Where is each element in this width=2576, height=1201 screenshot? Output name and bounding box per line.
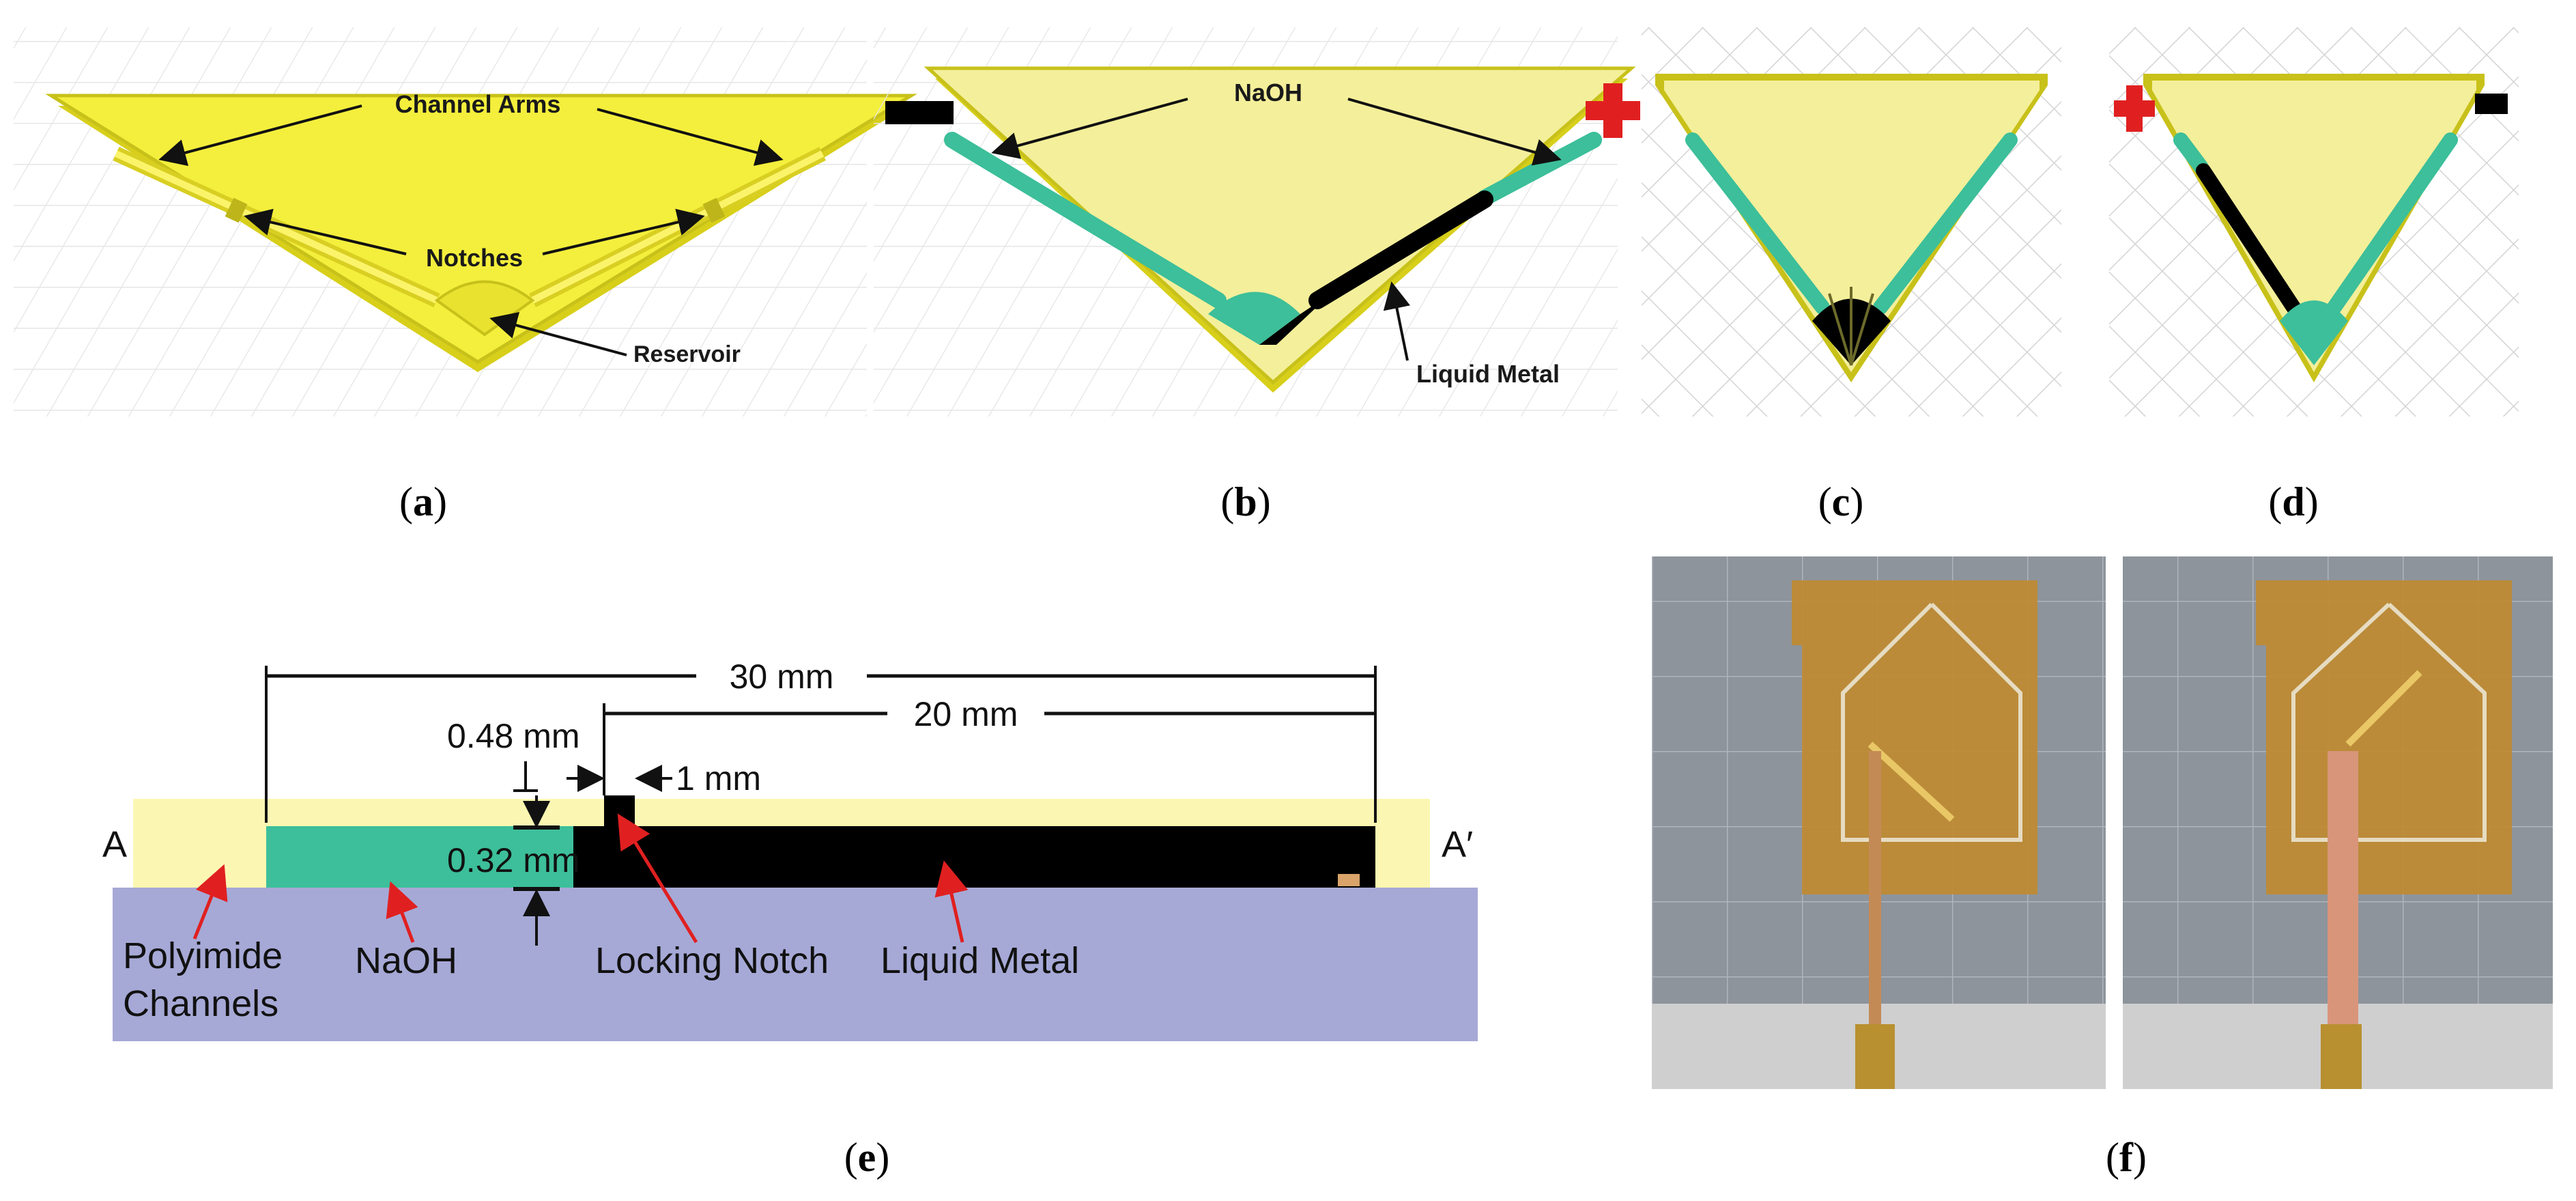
- arrow-notch-left: [244, 208, 407, 255]
- panel-f: [1652, 556, 2553, 1089]
- label-polyimide-line1: Polyimide: [123, 935, 283, 976]
- liquid-metal-region: [573, 826, 1375, 888]
- channel-end-marker: [1338, 874, 1360, 886]
- reservoir-naoh: [1208, 292, 1300, 345]
- photo-2-feedline: [2328, 751, 2358, 1031]
- naoh-channel-right: [1873, 132, 2018, 315]
- naoh-channel-left: [944, 132, 1227, 309]
- panel-c: [1642, 27, 2061, 416]
- dim-20mm-label-bg: [887, 693, 1044, 734]
- arrow-polyimide: [192, 864, 228, 939]
- arrow-channel-arm-right: [597, 108, 784, 166]
- label-naoh: NaOH: [1234, 79, 1302, 107]
- panel-b: NaOH Liquid Metal: [874, 27, 1640, 416]
- photo-1-feedline: [1869, 751, 1881, 1031]
- arrow-channel-arm-left: [158, 104, 362, 167]
- dim-30mm-label-bg: [696, 655, 867, 696]
- section-end-a: A: [102, 824, 127, 865]
- positive-terminal-icon: [2114, 85, 2155, 132]
- naoh-channel-right: [1476, 132, 1602, 206]
- photo-2-channel-arm: [2345, 670, 2422, 747]
- label-reservoir: Reservoir: [633, 341, 741, 367]
- caption-f: (f): [2106, 1135, 2147, 1180]
- positive-terminal-icon: [1586, 83, 1640, 138]
- dim-032mm-label: 0.32 mm: [447, 841, 580, 879]
- dim-20mm-label: 20 mm: [914, 695, 1018, 733]
- photo-state-1: [1652, 556, 2106, 1089]
- reservoir: [434, 280, 535, 337]
- arrow-naoh-right: [1347, 98, 1562, 166]
- panel-d: [2109, 27, 2519, 416]
- dim-048mm-label: 0.48 mm: [447, 717, 580, 755]
- locking-notch: [604, 795, 635, 828]
- substrate: [113, 888, 1478, 1041]
- photo-2-channel-outline: [2291, 602, 2487, 842]
- photo-1-channel-outline: [1841, 602, 2022, 842]
- liquid-metal-channel: [1308, 190, 1493, 309]
- label-liquid-metal: Liquid Metal: [1416, 360, 1560, 388]
- section-end-a-prime: A′: [1442, 824, 1473, 865]
- label-polyimide-line2: Channels: [123, 983, 278, 1024]
- caption-c: (c): [1818, 479, 1864, 524]
- photo-2-connector: [2321, 1024, 2362, 1089]
- reservoir-highlight: [1828, 287, 1874, 366]
- label-naoh: NaOH: [355, 940, 457, 981]
- photo-1-channel-arm: [1867, 741, 1955, 822]
- notch-left: [225, 197, 248, 223]
- liquid-metal-channel: [2196, 163, 2301, 315]
- arrow-locking-notch: [617, 813, 698, 944]
- caption-d: (d): [2268, 479, 2318, 524]
- label-notches: Notches: [426, 244, 523, 272]
- negative-terminal-icon: [885, 101, 954, 124]
- arrow-liquid-metal: [1383, 281, 1410, 361]
- notch-right: [702, 197, 726, 223]
- dim-30mm-label: 30 mm: [730, 658, 834, 696]
- photo-1-connector: [1855, 1024, 1895, 1089]
- naoh-channel-left: [2173, 132, 2209, 175]
- caption-e: (e): [844, 1135, 890, 1180]
- arrow-reservoir: [489, 312, 627, 356]
- dim-032mm-label-bg: [444, 841, 560, 879]
- panel-e: 30 mm 20 mm 0.48 mm 1 mm 0.32 mm A A′ Po…: [102, 655, 1478, 1041]
- arrow-notch-right: [542, 208, 705, 255]
- channel-arm-left-inner: [114, 150, 439, 304]
- arrow-liquid-metal: [934, 860, 969, 943]
- negative-terminal-icon: [2475, 94, 2508, 114]
- naoh-channel-right: [2327, 132, 2458, 315]
- polyimide-plate: [1664, 81, 2040, 372]
- caption-a: (a): [399, 479, 447, 524]
- naoh-channel-left: [1685, 132, 1830, 315]
- label-locking-notch: Locking Notch: [595, 940, 829, 981]
- reservoir-naoh: [2280, 300, 2348, 365]
- dim-1mm-label: 1 mm: [676, 759, 761, 797]
- photo-1-polyimide-sheet: [1792, 580, 2037, 894]
- arrow-naoh: [386, 881, 418, 943]
- caption-b: (b): [1220, 479, 1270, 524]
- label-channel-arms: Channel Arms: [395, 90, 561, 118]
- panel-a: Channel Arms Notches Reservoir: [14, 27, 917, 416]
- polyimide-plate: [2152, 81, 2476, 372]
- arrow-naoh-left: [991, 98, 1188, 159]
- label-liquid-metal: Liquid Metal: [881, 940, 1079, 981]
- reservoir-liquid-metal: [1259, 294, 1331, 345]
- photo-state-2: [2123, 556, 2553, 1089]
